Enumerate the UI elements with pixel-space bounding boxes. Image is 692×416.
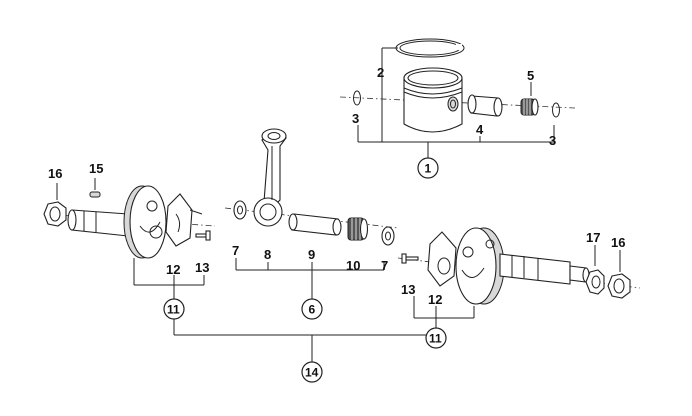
label-8: 8: [264, 247, 271, 262]
label-1: 1: [425, 162, 432, 176]
circlip-left: [353, 90, 361, 106]
small-end-bearing: [520, 98, 539, 116]
label-2: 2: [377, 65, 384, 80]
screw-left: [195, 230, 211, 241]
label-7-right: 7: [381, 258, 388, 273]
callout-6: 6: [301, 298, 323, 320]
woodruff-key: [89, 191, 101, 198]
connecting-rod-group: 7 8 9 10 7 6: [224, 128, 399, 320]
left-crank-half: 16 15 12 13 11: [43, 161, 216, 320]
label-4: 4: [476, 122, 484, 137]
flywheel-right: [455, 227, 505, 305]
label-13-right: 13: [401, 282, 415, 297]
label-3-right: 3: [549, 133, 556, 148]
piston-pin: [467, 94, 503, 117]
callout-11-right: 11: [425, 327, 447, 349]
thrust-washer-left: [233, 200, 247, 220]
connecting-rod: [253, 128, 287, 227]
label-12-left: 12: [166, 262, 180, 277]
circlip-right: [552, 102, 560, 118]
label-5: 5: [527, 68, 534, 83]
label-9: 9: [308, 247, 315, 262]
callout-14: 14: [301, 361, 323, 383]
label-16-right: 16: [611, 235, 625, 250]
flywheel-left: [123, 185, 167, 259]
thrust-washer-right: [381, 226, 395, 246]
label-16-left: 16: [48, 166, 62, 181]
label-10: 10: [346, 258, 360, 273]
piston-ring: [395, 38, 465, 58]
label-14: 14: [305, 366, 319, 380]
label-3-left: 3: [352, 111, 359, 126]
piston-group: 2 3 4 5 3 1: [339, 38, 576, 179]
label-17: 17: [586, 230, 600, 245]
crank-web-left: [165, 193, 203, 247]
label-11-left: 11: [167, 303, 180, 317]
assembly-callout: 14: [173, 319, 426, 383]
screw-right: [401, 253, 419, 264]
big-end-bearing: [347, 217, 369, 241]
nut-right: [607, 273, 631, 299]
label-13-left: 13: [195, 260, 209, 275]
label-6: 6: [309, 303, 316, 317]
label-7-left: 7: [232, 243, 239, 258]
nut-left: [43, 201, 67, 227]
right-crank-half: 17 16 13 12 11: [397, 227, 641, 349]
callout-11-left: 11: [163, 298, 185, 320]
label-11-right: 11: [429, 332, 442, 346]
callout-1: 1: [417, 157, 439, 179]
piston: [403, 67, 463, 133]
crank-web-right: [427, 231, 457, 287]
lock-washer: [585, 269, 605, 295]
crank-pin: [288, 213, 342, 236]
label-15: 15: [89, 161, 103, 176]
label-12-right: 12: [428, 292, 442, 307]
